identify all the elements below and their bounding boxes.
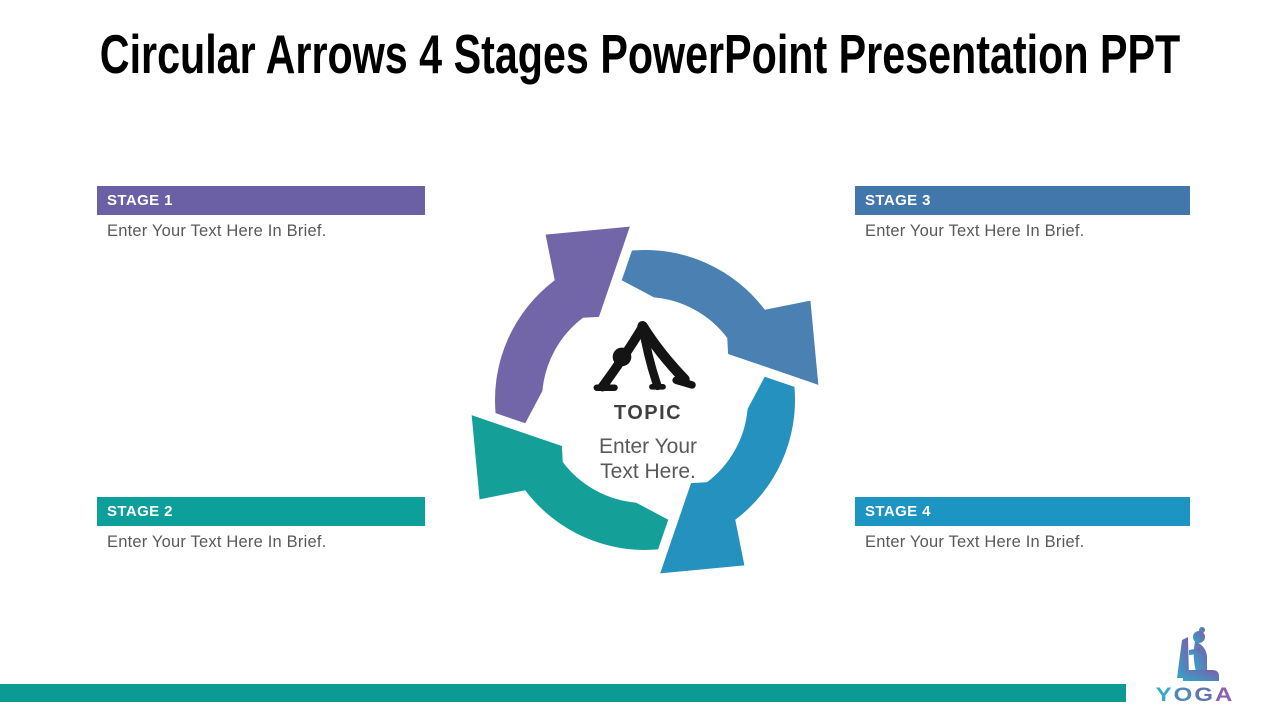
center-text-block: TOPIC Enter Your Text Here. <box>528 402 768 484</box>
center-text-line-2: Text Here. <box>600 460 696 483</box>
stage-1-description: Enter Your Text Here In Brief. <box>107 222 327 240</box>
stage-3-box: STAGE 3 Enter Your Text Here In Brief. <box>855 186 1190 241</box>
stage-1-label: STAGE 1 <box>107 192 173 209</box>
stage-4-description: Enter Your Text Here In Brief. <box>865 533 1085 551</box>
logo-letter-o: O <box>1173 684 1195 707</box>
stage-1-header: STAGE 1 <box>97 186 425 215</box>
stage-1-box: STAGE 1 Enter Your Text Here In Brief. <box>97 186 425 241</box>
center-text-line-1: Enter Your <box>598 435 698 458</box>
logo-letter-a: A <box>1215 684 1235 707</box>
stage-4-box: STAGE 4 Enter Your Text Here In Brief. <box>855 497 1190 552</box>
stage-2-header: STAGE 2 <box>97 497 425 526</box>
arrow-stage-1 <box>494 226 630 424</box>
stage-2-label: STAGE 2 <box>107 503 173 520</box>
stage-2-box: STAGE 2 Enter Your Text Here In Brief. <box>97 497 425 552</box>
seated-yoga-figure-icon <box>1177 627 1219 681</box>
arrow-stage-4 <box>660 376 796 574</box>
figure-head <box>612 347 632 367</box>
stage-4-header: STAGE 4 <box>855 497 1190 526</box>
stage-3-label: STAGE 3 <box>865 192 931 209</box>
arrow-stage-2 <box>471 415 669 550</box>
yoga-logo-text: YOGA <box>1130 684 1260 707</box>
yoga-pose-icon <box>593 321 696 392</box>
slide-title: Circular Arrows 4 Stages PowerPoint Pres… <box>99 23 1181 85</box>
footer-accent-bar <box>0 684 1126 702</box>
stage-4-label: STAGE 4 <box>865 503 931 520</box>
stage-3-description: Enter Your Text Here In Brief. <box>865 222 1085 240</box>
circular-arrows-diagram <box>471 226 819 574</box>
title-area: Circular Arrows 4 Stages PowerPoint Pres… <box>0 22 1280 92</box>
topic-label: TOPIC <box>613 402 683 424</box>
yoga-logo: YOGA <box>1130 624 1260 710</box>
stage-2-description: Enter Your Text Here In Brief. <box>107 533 327 551</box>
logo-letter-y: Y <box>1155 684 1174 707</box>
arrow-stage-3 <box>621 250 819 385</box>
logo-letter-g: G <box>1194 684 1215 707</box>
stage-3-header: STAGE 3 <box>855 186 1190 215</box>
